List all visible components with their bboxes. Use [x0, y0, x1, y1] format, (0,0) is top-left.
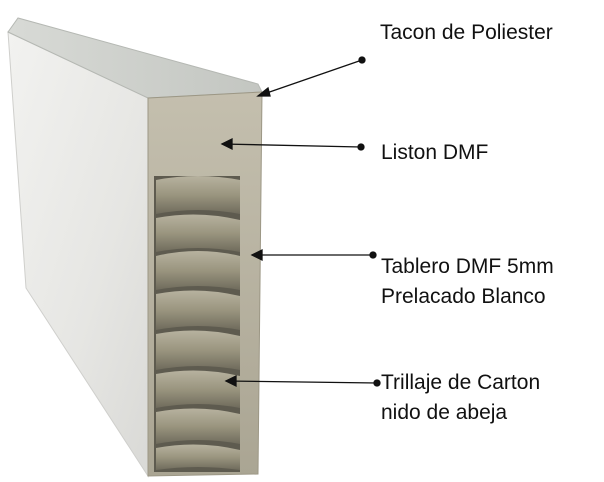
label-line: Liston DMF — [381, 141, 489, 164]
honeycomb-cell — [156, 290, 240, 330]
honeycomb-cell — [156, 214, 240, 252]
label-line: Tablero DMF 5mm — [381, 255, 554, 278]
callout-trillaje — [224, 374, 381, 388]
honeycomb-cell — [156, 444, 240, 470]
label-line: Prelacado Blanco — [381, 285, 546, 308]
label-trillaje-de-carton: Trillaje de Carton nido de abeja — [381, 368, 540, 428]
honeycomb-cell — [156, 370, 240, 408]
callout-liston — [220, 137, 365, 151]
honeycomb-cell — [156, 176, 240, 214]
honeycomb-cell — [156, 330, 240, 370]
honeycomb-cell — [156, 251, 240, 290]
panel-face — [7, 31, 149, 478]
callout-tacon — [256, 56, 366, 97]
label-liston-dmf: Liston DMF — [381, 138, 488, 168]
label-line: Tacon de Poliester — [380, 21, 553, 44]
honeycomb-core — [154, 176, 240, 472]
label-line: Trillaje de Carton — [381, 371, 541, 394]
label-tablero-dmf: Tablero DMF 5mm Prelacado Blanco — [381, 252, 554, 312]
panel-top-edge — [7, 17, 263, 99]
label-tacon-de-poliester: Tacon de Poliester — [380, 18, 553, 48]
label-line: nido de abeja — [381, 401, 508, 424]
honeycomb-cell — [156, 408, 240, 444]
callout-tablero — [250, 248, 377, 262]
